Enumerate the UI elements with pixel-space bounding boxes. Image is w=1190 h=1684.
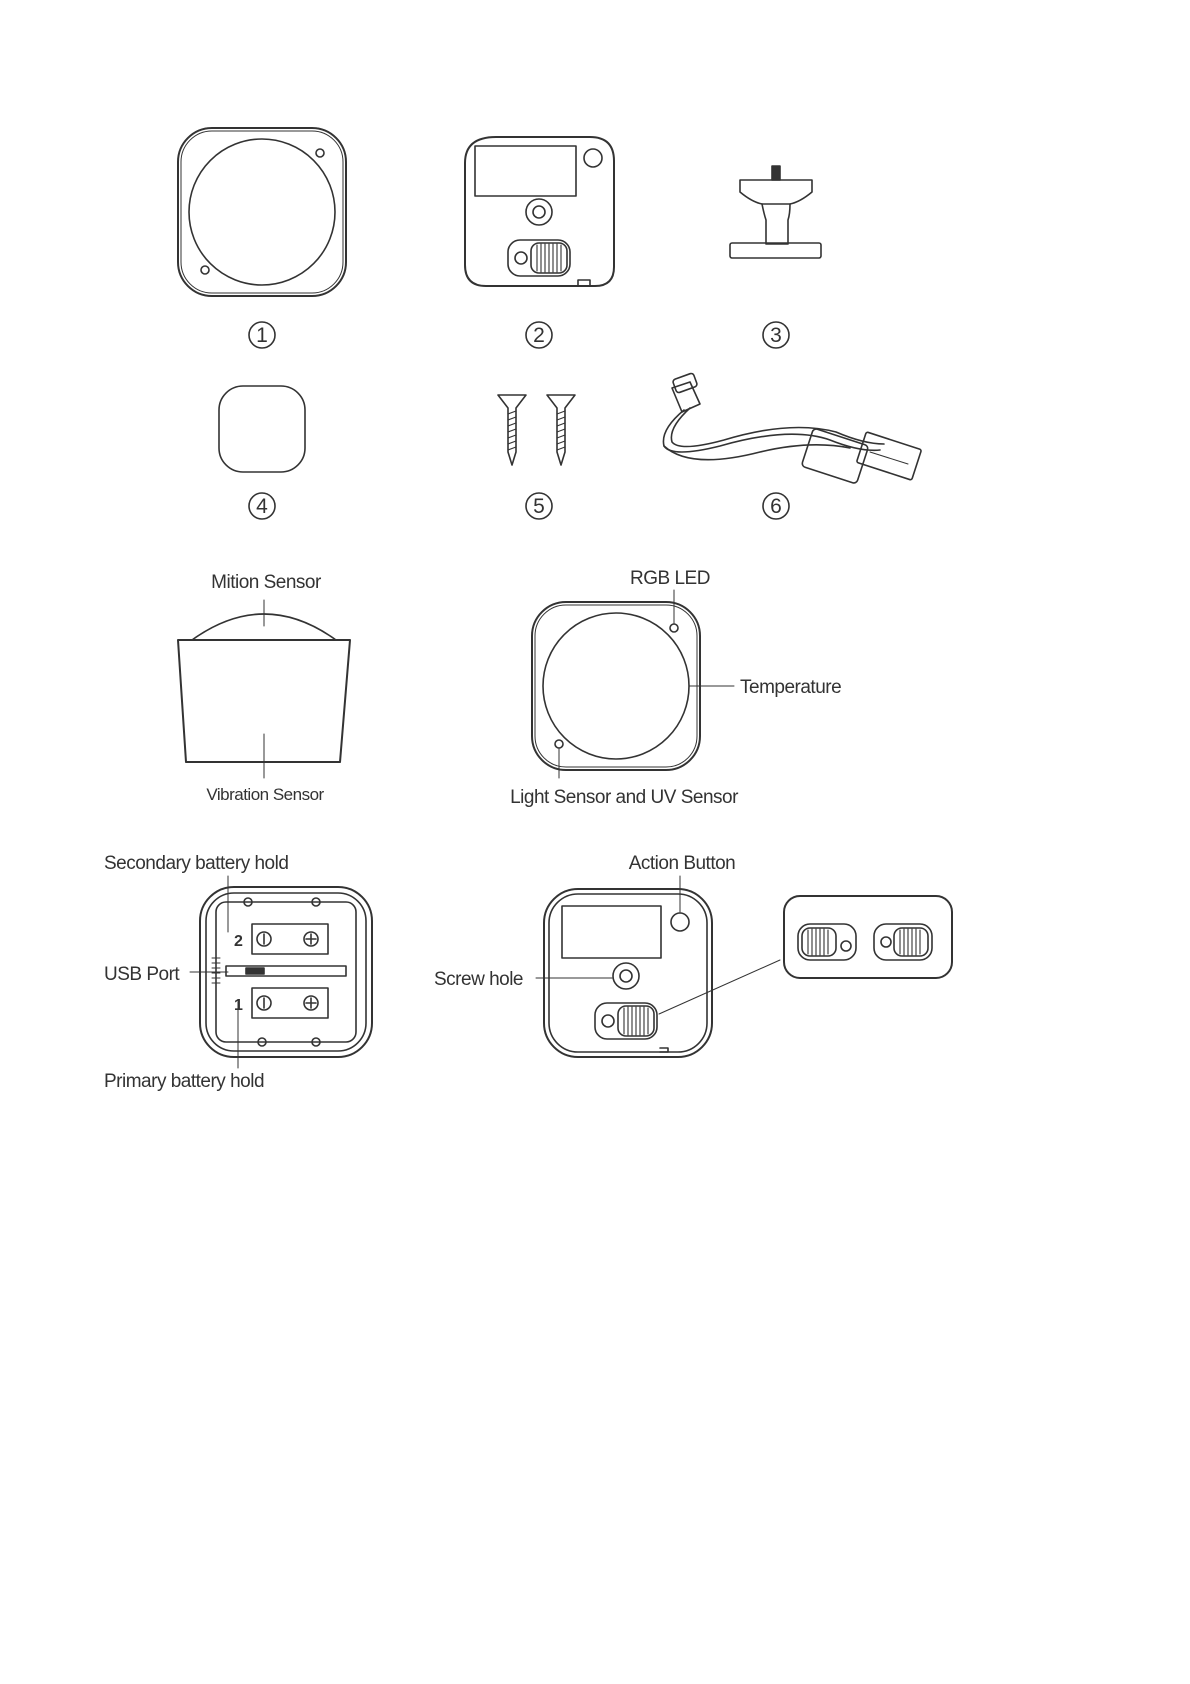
- part-1-sensor-front: [178, 128, 346, 296]
- label-motion-sensor: Mition Sensor: [211, 572, 322, 593]
- label-primary-battery-hold: Primary battery hold: [104, 1071, 264, 1092]
- label-secondary-battery-hold: Secondary battery hold: [104, 853, 288, 874]
- front-view: [532, 590, 734, 778]
- back-view: [536, 876, 952, 1057]
- label-temperature: Temperature: [740, 677, 841, 698]
- part-5-screws: [498, 395, 575, 465]
- part-2-back-plate: [465, 137, 614, 286]
- label-usb-port: USB Port: [104, 964, 180, 985]
- part-number-4: 4: [256, 495, 268, 518]
- label-light-uv-sensor: Light Sensor and UV Sensor: [510, 787, 739, 808]
- battery-compartment: [190, 876, 372, 1068]
- part-number-5: 5: [533, 495, 545, 518]
- label-action-button: Action Button: [629, 853, 736, 874]
- part-3-mount-bracket: [730, 166, 821, 258]
- side-view: [178, 600, 350, 778]
- part-number-3: 3: [770, 324, 782, 347]
- part-number-circles: [249, 322, 789, 519]
- label-vibration-sensor: Vibration Sensor: [206, 785, 324, 804]
- battery-slot-2: 2: [234, 933, 243, 950]
- part-number-6: 6: [770, 495, 782, 518]
- part-number-2: 2: [533, 324, 545, 347]
- battery-slot-1: 1: [234, 997, 243, 1014]
- part-4-adhesive-pad: [219, 386, 305, 472]
- part-number-1: 1: [256, 324, 268, 347]
- label-screw-hole: Screw hole: [434, 969, 523, 990]
- label-rgb-led: RGB LED: [630, 568, 710, 589]
- part-6-usb-cable: [663, 373, 921, 484]
